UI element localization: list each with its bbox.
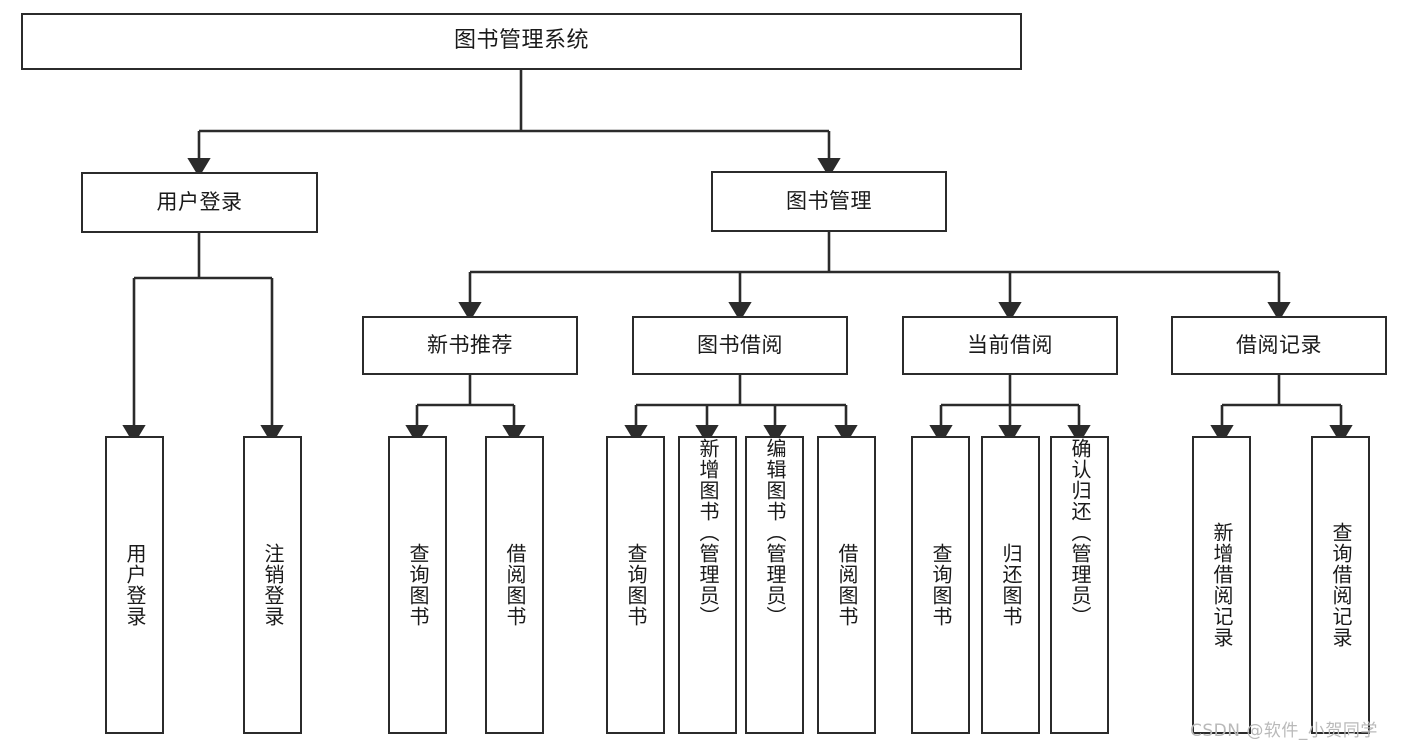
node-leaf-query-book-recommend[interactable]: 查询图书 [388, 436, 447, 734]
node-label: 查询图书 [929, 543, 953, 627]
node-root-book-management-system[interactable]: 图书管理系统 [21, 13, 1022, 70]
node-label: 归还图书 [999, 543, 1023, 627]
node-leaf-edit-book[interactable]: 编辑图书（管理员） [745, 436, 804, 734]
node-label: 新书推荐 [427, 332, 513, 357]
node-leaf-query-book-borrow[interactable]: 查询图书 [606, 436, 665, 734]
node-label: 图书借阅 [697, 332, 783, 357]
node-label: 用户登录 [123, 543, 147, 627]
node-leaf-confirm-return[interactable]: 确认归还（管理员） [1050, 436, 1109, 734]
node-leaf-add-book[interactable]: 新增图书（管理员） [678, 436, 737, 734]
node-leaf-query-borrow-record[interactable]: 查询借阅记录 [1311, 436, 1370, 734]
node-label: 图书管理系统 [453, 28, 589, 54]
node-leaf-return-book[interactable]: 归还图书 [981, 436, 1040, 734]
node-leaf-borrow-book[interactable]: 借阅图书 [817, 436, 876, 734]
node-new-book-recommend[interactable]: 新书推荐 [362, 316, 578, 375]
node-label: 查询借阅记录 [1329, 522, 1353, 648]
node-book-manage[interactable]: 图书管理 [711, 171, 947, 232]
node-leaf-user-logout[interactable]: 注销登录 [243, 436, 302, 734]
node-label: 注销登录 [261, 543, 285, 627]
node-label: 借阅图书 [835, 543, 859, 627]
node-user-login[interactable]: 用户登录 [81, 172, 318, 233]
node-label: 查询图书 [406, 543, 430, 627]
node-label: 用户登录 [156, 189, 243, 214]
node-leaf-add-borrow-record[interactable]: 新增借阅记录 [1192, 436, 1251, 734]
node-label: 借阅图书 [503, 543, 527, 627]
node-book-borrow[interactable]: 图书借阅 [632, 316, 848, 375]
node-leaf-borrow-book-recommend[interactable]: 借阅图书 [485, 436, 544, 734]
node-label: 查询图书 [624, 543, 648, 627]
node-borrow-record[interactable]: 借阅记录 [1171, 316, 1387, 375]
node-current-borrow[interactable]: 当前借阅 [902, 316, 1118, 375]
node-label: 图书管理 [786, 188, 872, 213]
node-label: 新增借阅记录 [1210, 522, 1234, 648]
node-label: 新增图书（管理员） [696, 438, 720, 627]
node-label: 借阅记录 [1236, 332, 1322, 357]
node-leaf-user-login[interactable]: 用户登录 [105, 436, 164, 734]
node-label: 编辑图书（管理员） [763, 438, 787, 627]
node-leaf-query-book-current[interactable]: 查询图书 [911, 436, 970, 734]
watermark: CSDN @软件_小贺同学 [1190, 721, 1378, 741]
node-label: 确认归还（管理员） [1068, 438, 1092, 627]
node-label: 当前借阅 [967, 332, 1053, 357]
